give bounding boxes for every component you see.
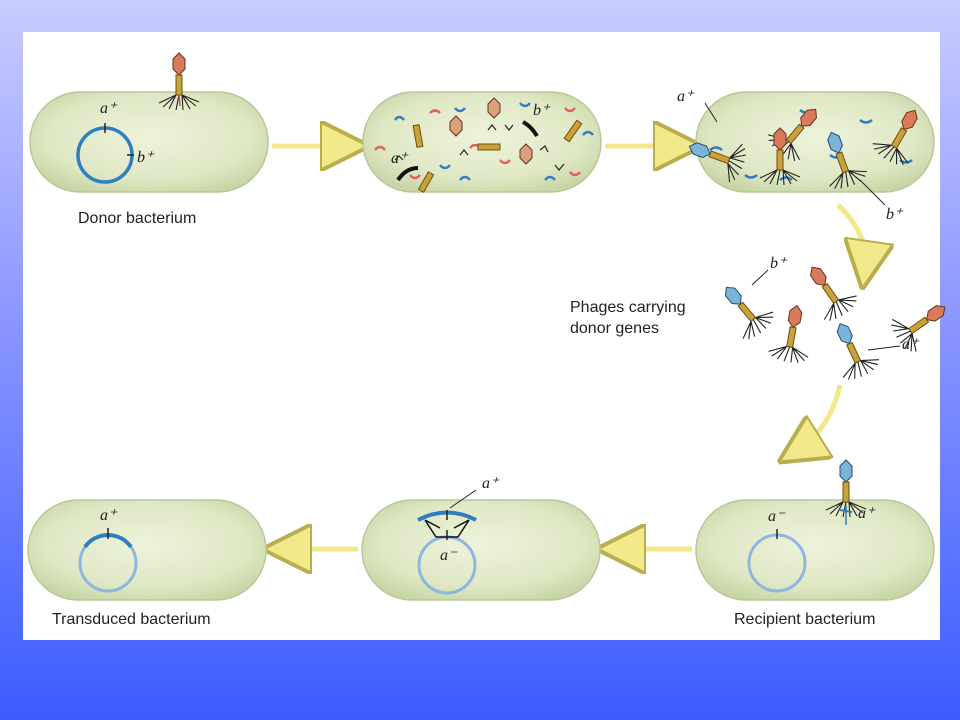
donor-bacterium-label: Donor bacterium bbox=[78, 210, 196, 227]
fragment-b-plus-label: b⁺ bbox=[533, 102, 551, 119]
recomb-a-minus-label: a⁻ bbox=[440, 547, 458, 564]
recipient-a-minus-label: a⁻ bbox=[768, 508, 786, 525]
assembly-cell: a⁺ bbox=[677, 88, 935, 206]
transduced-bacterium-label: Transduced bacterium bbox=[52, 611, 211, 628]
phages-label-line2: donor genes bbox=[570, 320, 659, 337]
recipient-a-plus-label: a⁺ bbox=[858, 505, 876, 522]
assembly-b-plus-label: b⁺ bbox=[886, 206, 904, 223]
gene-a-plus-label: a⁺ bbox=[100, 100, 118, 117]
transduced-a-plus-label: a⁺ bbox=[100, 507, 118, 524]
released-phages: b⁺ a⁺ bbox=[710, 255, 957, 385]
arrow-4 bbox=[795, 384, 843, 452]
assembly-a-plus-label: a⁺ bbox=[677, 88, 695, 105]
recipient-cell: a⁻ a⁺ bbox=[695, 459, 935, 601]
fragment-a-plus-label: a⁺ bbox=[391, 150, 409, 167]
recombination-cell: a⁻ bbox=[361, 489, 601, 601]
recomb-a-plus-label: a⁺ bbox=[482, 475, 500, 492]
phage-b-plus-label: b⁺ bbox=[770, 255, 788, 272]
phages-label-line1: Phages carrying bbox=[570, 299, 686, 316]
arrow-3 bbox=[836, 203, 866, 270]
transduced-cell: a⁺ bbox=[27, 499, 267, 601]
phage-a-plus-label: a⁺ bbox=[902, 336, 920, 353]
donor-cell: a⁺ b⁺ bbox=[29, 52, 269, 193]
gene-b-plus-label: b⁺ bbox=[137, 149, 155, 166]
fragmented-cell: a⁺ b⁺ bbox=[362, 91, 602, 193]
recipient-bacterium-label: Recipient bacterium bbox=[734, 611, 875, 628]
